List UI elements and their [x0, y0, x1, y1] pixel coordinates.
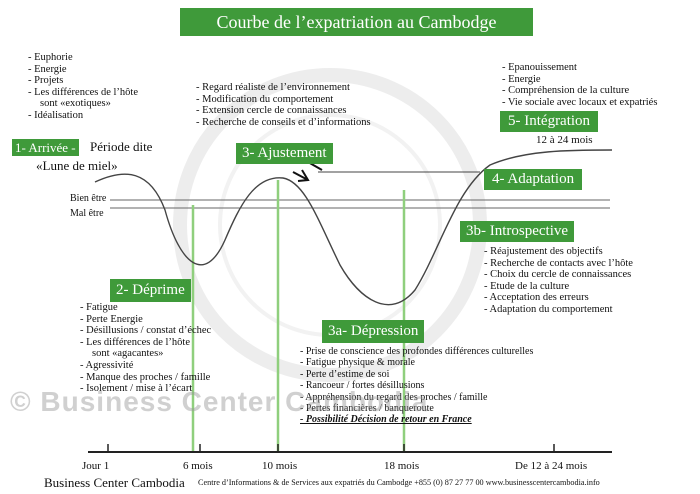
list-item: - Les différences de l’hôte [80, 336, 191, 348]
list-item: - Idéalisation [28, 109, 84, 121]
phase-integration-sub: 12 à 24 mois [536, 134, 593, 146]
phase-adaptation-label: 4- Adaptation [484, 169, 583, 190]
list-item: - Perte d’estime de soi [300, 368, 390, 380]
list-item: sont «exotiques» [40, 98, 111, 110]
list-item: - Projets [28, 75, 64, 87]
timeline-label-jour-1: Jour 1 [82, 460, 110, 472]
list-item-emphasis: - Possibilité Décision de retour en Fran… [300, 414, 472, 426]
mal-etre-label: Mal être [70, 208, 104, 219]
timeline-label-10-mois: 10 mois [262, 460, 298, 472]
list-item: - Modification du comportement [196, 93, 334, 105]
bien-etre-label: Bien être [70, 193, 107, 204]
list-item: - Vie sociale avec locaux et expatriés [502, 96, 658, 108]
list-item: - Recherche de conseils et d’information… [196, 116, 371, 128]
watermark-text: © Business Center Cambodia [10, 386, 429, 417]
timeline-label-12-24-mois: De 12 à 24 mois [515, 460, 588, 472]
ajustement-arrow-icon [292, 161, 323, 182]
list-item: - Isolement / mise à l’écart [80, 383, 193, 395]
list-item: - Prise de conscience des profondes diff… [300, 346, 534, 357]
list-item: - Fatigue physique & morale [300, 357, 415, 369]
list-item: - Energie [502, 73, 541, 85]
list-item: - Perte Energie [80, 313, 143, 325]
list-item: - Pertes financières / banqueroute [300, 403, 434, 415]
phase-introspective-label: 3b- Introspective [460, 221, 575, 242]
list-item: - Les différences de l’hôte [28, 86, 139, 98]
list-item: sont «agacantes» [92, 348, 164, 360]
phase-arrivee-label: 1- Arrivée - [12, 139, 79, 156]
phase-depression-label: 3a- Dépression [322, 320, 425, 343]
footer-info: Centre d’Informations & de Services aux … [198, 478, 600, 487]
list-item: - Energie [28, 63, 67, 75]
phase-arrivee-sub: «Lune de miel» [36, 158, 118, 173]
timeline-label-18-mois: 18 mois [384, 460, 420, 472]
list-item: - Recherche de contacts avec l’hôte [484, 257, 633, 269]
deprime-list: - Fatigue - Perte Energie - Désillusions… [80, 302, 211, 395]
list-item: - Compréhension de la culture [502, 85, 630, 97]
footer-brand: Business Center Cambodia [44, 475, 185, 490]
phase-deprime-label: 2- Déprime [110, 279, 191, 302]
list-item: - Réajustement des objectifs [484, 246, 603, 257]
ajustement-list: - Regard réaliste de l’environnement - M… [196, 82, 371, 128]
list-item: - Manque des proches / famille [80, 371, 211, 383]
phase-ajustement-label: 3- Ajustement [236, 143, 333, 164]
list-item: - Epanouissement [502, 62, 577, 73]
list-item: - Adaptation du comportement [484, 303, 613, 315]
list-item: - Choix du cercle de connaissances [484, 269, 632, 281]
depression-list: - Prise de conscience des profondes diff… [300, 346, 533, 426]
phase-arrivee-suffix: Période dite [90, 139, 153, 154]
list-item: - Désillusions / constat d’échec [80, 325, 212, 337]
arrivee-list: - Euphorie - Energie - Projets - Les dif… [28, 52, 138, 122]
introspective-list: - Réajustement des objectifs - Recherche… [484, 246, 633, 316]
list-item: - Euphorie [28, 52, 73, 63]
list-item: - Extension cercle de connaissances [196, 105, 347, 117]
phase-integration-label: 5- Intégration [500, 111, 599, 132]
list-item: - Rancoeur / fortes désillusions [300, 380, 425, 392]
list-item: - Acceptation des erreurs [484, 292, 589, 304]
integration-list: - Epanouissement - Energie - Compréhensi… [502, 62, 657, 108]
list-item: - Appréhension du regard des proches / f… [300, 391, 488, 403]
list-item: - Agressivité [80, 359, 134, 371]
list-item: - Fatigue [80, 302, 118, 313]
list-item: - Regard réaliste de l’environnement [196, 82, 350, 93]
list-item: - Etude de la culture [484, 280, 570, 292]
timeline-label-6-mois: 6 mois [183, 460, 213, 472]
page-title: Courbe de l’expatriation au Cambodge [180, 8, 533, 36]
